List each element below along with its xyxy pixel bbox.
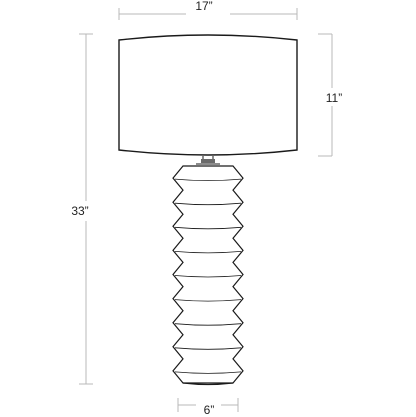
base-ridge-line [174,178,242,181]
base-ridge-line [174,226,242,230]
base-ridge-line [174,251,242,254]
lamp-foot [182,382,234,386]
lamp-base [172,165,244,386]
lamp-socket [196,156,220,167]
lamp-base-outline [172,165,244,384]
total-height-dimension-line [79,33,93,385]
base-ridge-line [174,371,242,374]
lamp-shade [118,34,298,156]
base-ridge-line [174,275,242,278]
shade-height-label: 11” [325,91,343,105]
base-ridge-line [174,323,242,326]
overall-width-label: 17” [195,0,213,13]
base-ridge-line [174,299,242,302]
total-height-label: 33” [71,204,89,218]
base-width-label: 6” [203,403,215,417]
base-ridge-line [174,347,242,350]
shade-height-dimension-line [318,33,333,157]
base-width-dimension-line [177,398,239,412]
base-ridge-line [174,202,242,206]
width-dimension-line [118,8,298,20]
